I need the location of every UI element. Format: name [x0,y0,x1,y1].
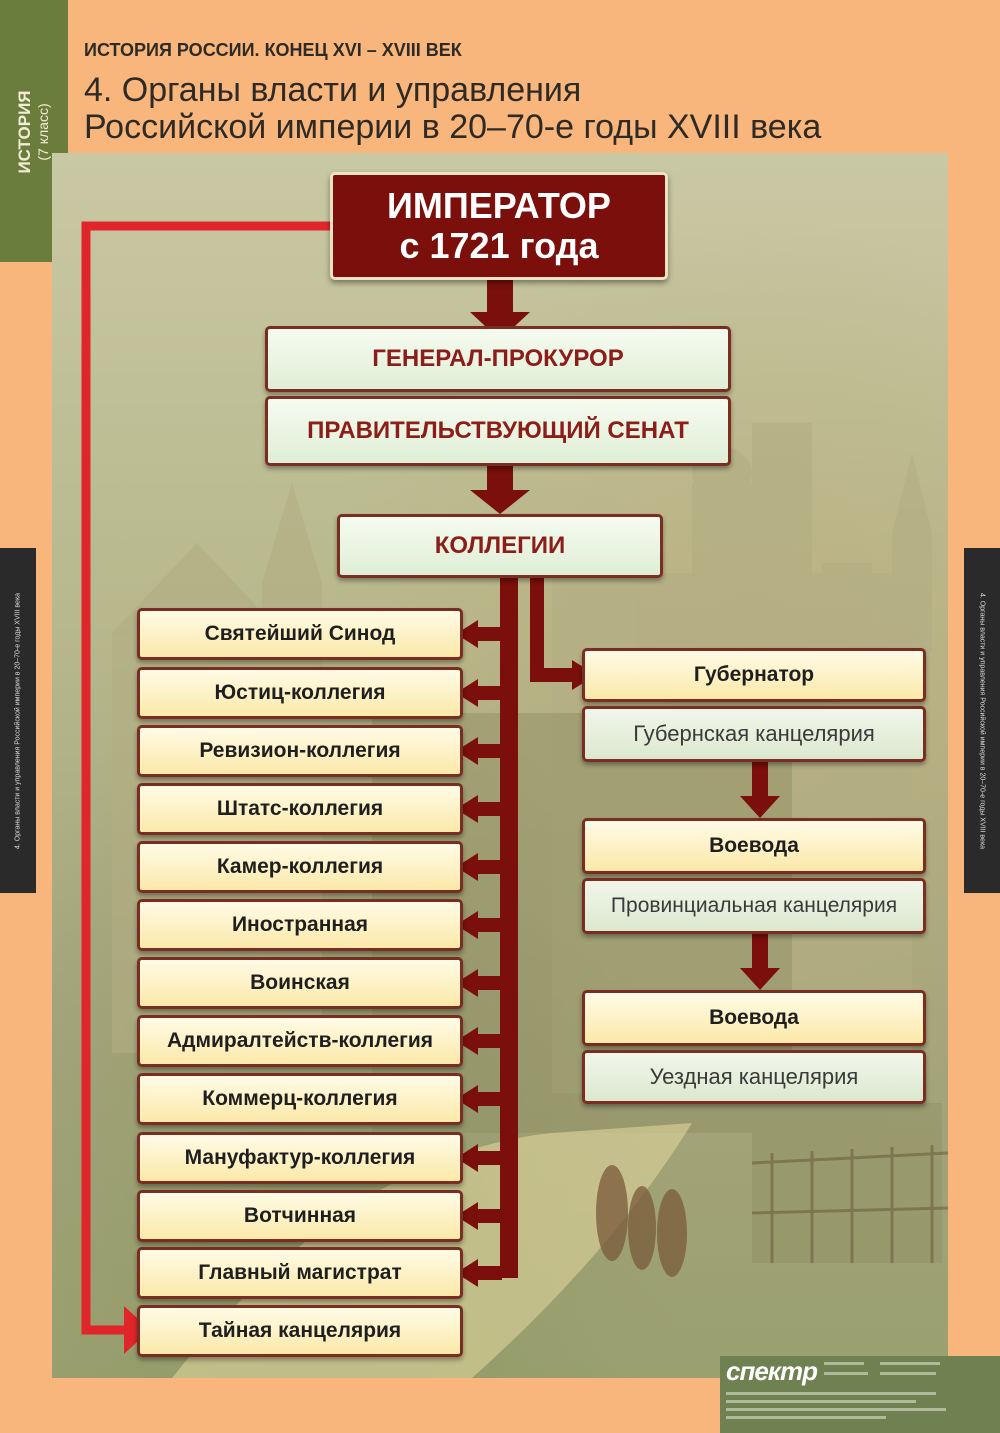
college-item: Святейший Синод [137,608,463,660]
collegia-label: КОЛЛЕГИИ [434,532,566,559]
province-voevoda-label: Воевода [709,834,799,857]
college-item: Главный магистрат [137,1247,463,1299]
general-prosecutor-label: ГЕНЕРАЛ-ПРОКУРОР [372,345,624,372]
right-edge-strip: 4. Органы власти и управления Российской… [964,548,1000,893]
college-item: Воинская [137,957,463,1009]
fine-print-line [726,1400,916,1403]
left-edge-strip: 4. Органы власти и управления Российской… [0,548,36,893]
page-title-line1: 4. Органы власти и управления [84,71,582,109]
fine-print-line [726,1416,886,1419]
college-label: Ревизион-коллегия [199,739,401,762]
province-voevoda-box: Воевода [582,818,926,874]
college-item: Ревизион-коллегия [137,725,463,777]
fine-print-line [880,1372,936,1375]
college-item: Штатс-коллегия [137,783,463,835]
page-title: 4. Органы власти и управления Российской… [84,72,964,146]
college-label: Тайная канцелярия [198,1319,402,1342]
publisher-logo: спектр [726,1356,818,1386]
college-label: Адмиралтейств-коллегия [166,1029,434,1052]
emperor-date: с 1721 года [399,225,599,266]
senate-label: ПРАВИТЕЛЬСТВУЮЩИЙ СЕНАТ [307,417,689,444]
province-chancellery-label: Провинциальная канцелярия [610,894,898,917]
college-item: Иностранная [137,899,463,951]
uezd-chancellery-label: Уездная канцелярия [649,1064,859,1089]
college-label: Коммерц-коллегия [202,1087,398,1110]
province-chancellery-box: Провинциальная канцелярия [582,878,926,934]
college-label: Юстиц-коллегия [214,681,386,704]
college-label: Святейший Синод [204,622,396,645]
college-item: Камер-коллегия [137,841,463,893]
collegia-box: КОЛЛЕГИИ [337,514,663,578]
college-label: Камер-коллегия [216,855,384,878]
college-label: Иностранная [231,913,369,936]
senate-to-collegia-arrow [470,466,530,514]
college-label: Главный магистрат [198,1261,402,1284]
college-item: Юстиц-коллегия [137,667,463,719]
gubernia-chancellery-label: Губернская канцелярия [633,721,875,746]
fine-print-line [824,1362,864,1365]
college-label: Воинская [250,971,350,994]
uezd-voevoda-box: Воевода [582,990,926,1046]
regional-arrows [740,762,780,990]
college-item: Коммерц-коллегия [137,1073,463,1125]
fine-print-line [824,1372,868,1375]
senate-box: ПРАВИТЕЛЬСТВУЮЩИЙ СЕНАТ [265,396,731,466]
fine-print-line [726,1408,946,1411]
general-prosecutor-box: ГЕНЕРАЛ-ПРОКУРОР [265,326,731,392]
collegia-to-governor-arrow [530,578,596,690]
governor-label: Губернатор [693,663,815,686]
collegia-trunk [500,578,518,1278]
page-title-line2: Российской империи в 20–70-е годы XVIII … [84,108,822,146]
college-label: Мануфактур-коллегия [184,1146,416,1169]
uezd-chancellery-box: Уездная канцелярия [582,1050,926,1104]
gubernia-chancellery-box: Губернская канцелярия [582,706,926,762]
college-item: Вотчинная [137,1190,463,1242]
college-branches [456,620,502,1287]
college-item: Адмиралтейств-коллегия [137,1015,463,1067]
fine-print-line [880,1362,940,1365]
emperor-box: ИМПЕРАТОР с 1721 года [330,172,668,280]
college-item: Мануфактур-коллегия [137,1132,463,1184]
college-label: Штатс-коллегия [216,797,384,820]
secret-chancellery-item: Тайная канцелярия [137,1305,463,1357]
series-title: ИСТОРИЯ РОССИИ. КОНЕЦ XVI – XVIII ВЕК [84,40,462,60]
uezd-voevoda-label: Воевода [709,1006,799,1029]
college-label: Вотчинная [243,1204,357,1227]
governor-box: Губернатор [582,648,926,702]
emperor-title: ИМПЕРАТОР [387,185,611,226]
fine-print-line [726,1392,936,1395]
